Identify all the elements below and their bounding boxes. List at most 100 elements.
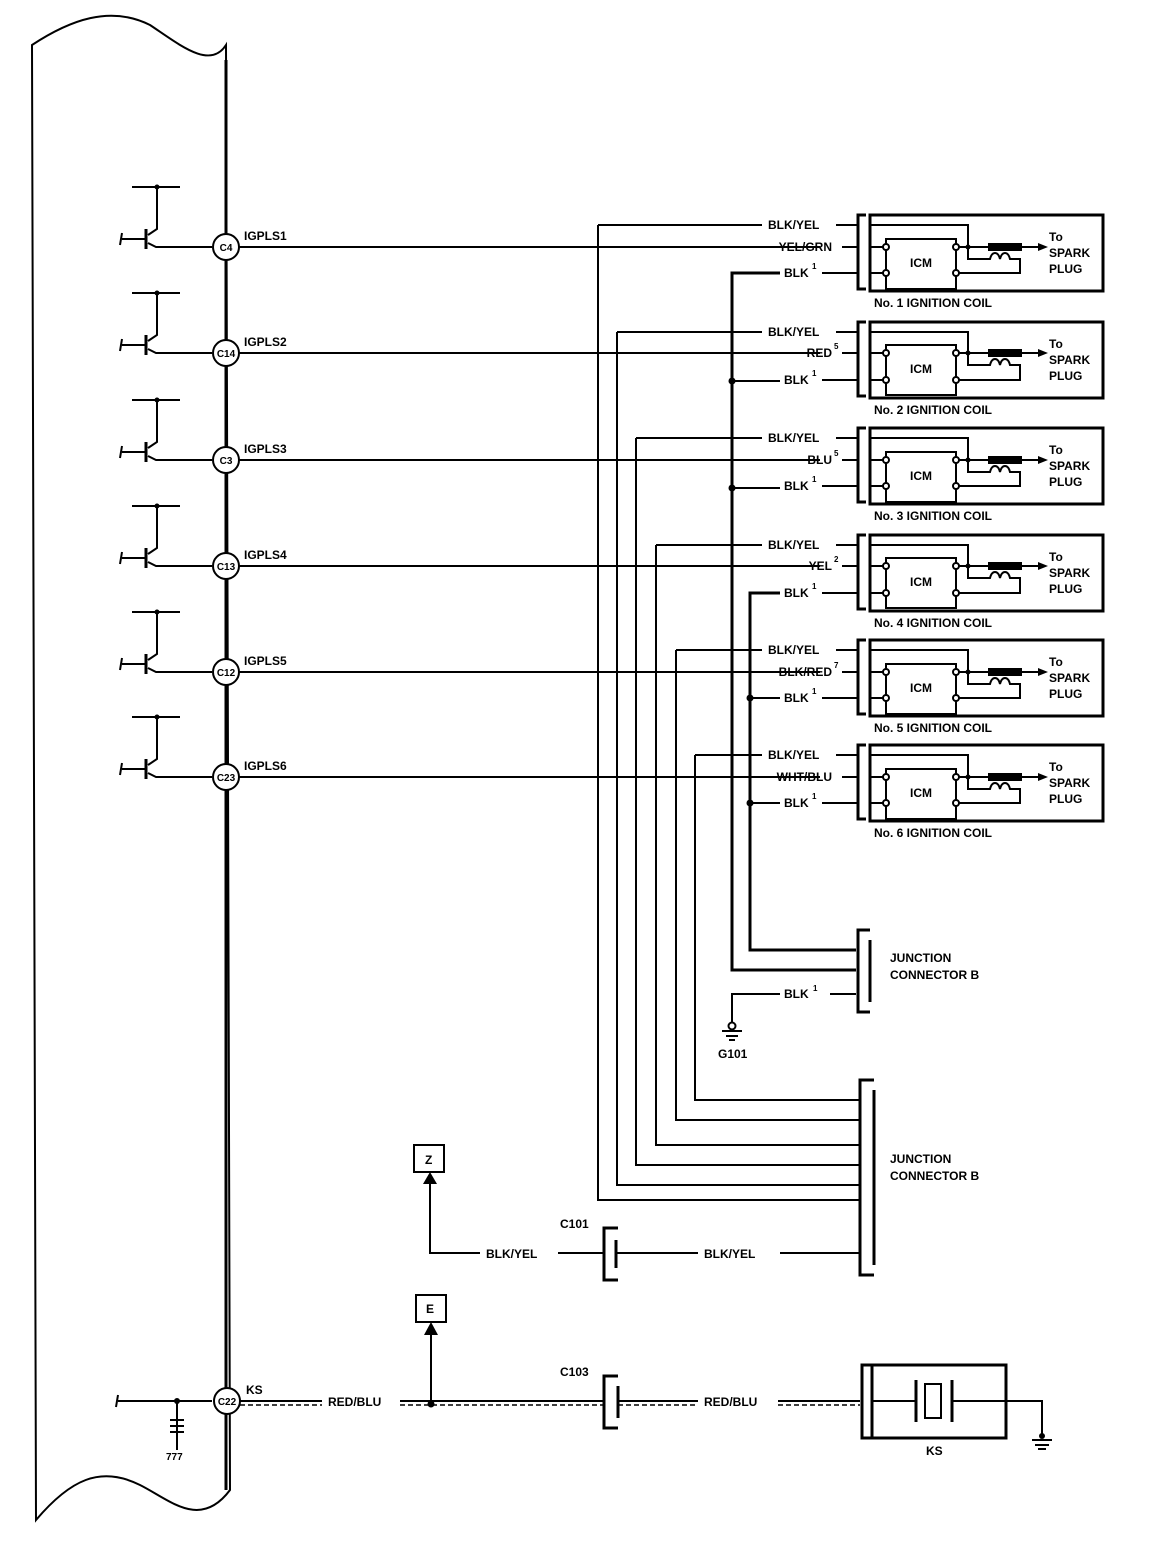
ground-wire-label: BLK bbox=[784, 586, 809, 600]
power-wire-label: BLK/YEL bbox=[768, 431, 819, 445]
ecm-driver-3: C3 IGPLS3 bbox=[119, 397, 820, 474]
icm-label: ICM bbox=[910, 575, 932, 589]
knock-sensor-label: KS bbox=[926, 1444, 943, 1458]
icm-box bbox=[885, 238, 957, 290]
ecm-driver-2: C14 IGPLS2 bbox=[119, 290, 820, 367]
spark-plug-output-label: PLUG bbox=[1049, 262, 1082, 276]
spark-plug-output-label: To bbox=[1049, 760, 1063, 774]
signal-wire-sup: 5 bbox=[834, 342, 839, 351]
ground-wire-label: BLK bbox=[784, 373, 809, 387]
power-wire-label: BLK/YEL bbox=[768, 748, 819, 762]
c101-left-wire-label: BLK/YEL bbox=[486, 1247, 537, 1261]
spark-plug-output-label: PLUG bbox=[1049, 475, 1082, 489]
spark-plug-output-label: SPARK bbox=[1049, 246, 1090, 260]
power-feed-c101: BLK/YEL C101 BLK/YEL Z bbox=[413, 1144, 860, 1282]
knock-sensor-circuit: 777 C22 KS RED/BLU E C103 RED/BLU KS bbox=[115, 1294, 1052, 1463]
signal-label: IGPLS4 bbox=[244, 548, 287, 562]
pin-label: C23 bbox=[217, 773, 236, 784]
ground-wire-label: BLK bbox=[784, 479, 809, 493]
c103-connector-label: C103 bbox=[560, 1365, 589, 1379]
ecm-outline bbox=[30, 14, 232, 1523]
icm-box bbox=[885, 451, 957, 503]
signal-wire-sup: 5 bbox=[834, 449, 839, 458]
icm-label: ICM bbox=[910, 362, 932, 376]
signal-label: IGPLS5 bbox=[244, 654, 287, 668]
ground-wire-sup: 1 bbox=[813, 984, 818, 993]
spark-plug-output-label: PLUG bbox=[1049, 792, 1082, 806]
spark-plug-output-label: To bbox=[1049, 230, 1063, 244]
spark-plug-output-label: PLUG bbox=[1049, 582, 1082, 596]
spark-plug-output-label: SPARK bbox=[1049, 671, 1090, 685]
junction-ground-label-1: JUNCTION bbox=[890, 951, 951, 965]
destination-e-label: E bbox=[426, 1302, 434, 1316]
signal-label: IGPLS3 bbox=[244, 442, 287, 456]
pin-label: C13 bbox=[217, 562, 236, 573]
coil-title: No. 3 IGNITION COIL bbox=[874, 509, 992, 523]
spark-plug-output-label: PLUG bbox=[1049, 369, 1082, 383]
coil-box bbox=[868, 426, 1105, 506]
icm-box bbox=[885, 344, 957, 396]
ground-bus-coils-4-6 bbox=[746, 591, 856, 952]
ground-wire-label: BLK bbox=[784, 987, 809, 1001]
pin-label: C3 bbox=[220, 456, 233, 467]
spark-plug-output-label: To bbox=[1049, 655, 1063, 669]
spark-plug-output-label: To bbox=[1049, 337, 1063, 351]
ground-wire-sup: 1 bbox=[812, 582, 817, 591]
ground-wire-sup: 1 bbox=[812, 369, 817, 378]
ground-wire-sup: 1 bbox=[812, 262, 817, 271]
icm-box bbox=[885, 557, 957, 609]
signal-wire-label: YEL/GRN bbox=[779, 240, 832, 254]
icm-label: ICM bbox=[910, 681, 932, 695]
spark-plug-output-label: To bbox=[1049, 550, 1063, 564]
coil-box bbox=[868, 213, 1105, 293]
power-wire-label: BLK/YEL bbox=[768, 325, 819, 339]
signal-label: IGPLS2 bbox=[244, 335, 287, 349]
ground-wire-label: BLK bbox=[784, 266, 809, 280]
spark-plug-output-label: SPARK bbox=[1049, 459, 1090, 473]
ecm-driver-4: C13 IGPLS4 bbox=[119, 503, 820, 580]
icm-box bbox=[885, 768, 957, 820]
spark-plug-output-label: To bbox=[1049, 443, 1063, 457]
coil-title: No. 4 IGNITION COIL bbox=[874, 616, 992, 630]
coil-title: No. 6 IGNITION COIL bbox=[874, 826, 992, 840]
spark-plug-output-label: PLUG bbox=[1049, 687, 1082, 701]
c101-connector-label: C101 bbox=[560, 1217, 589, 1231]
junction-connector-ground: JUNCTION CONNECTOR B bbox=[856, 928, 979, 1014]
coil-box bbox=[868, 743, 1105, 823]
coil-title: No. 2 IGNITION COIL bbox=[874, 403, 992, 417]
ks-left-wire-label: RED/BLU bbox=[328, 1395, 381, 1409]
junction-connector-power: JUNCTION CONNECTOR B bbox=[858, 1078, 979, 1277]
coil-title: No. 5 IGNITION COIL bbox=[874, 721, 992, 735]
signal-wire-label: WHT/BLU bbox=[777, 770, 832, 784]
power-wire-label: BLK/YEL bbox=[768, 538, 819, 552]
icm-label: ICM bbox=[910, 469, 932, 483]
signal-wire-sup: 7 bbox=[834, 661, 839, 670]
signal-wire-label: BLU bbox=[807, 453, 832, 467]
ground-wire-sup: 1 bbox=[812, 687, 817, 696]
pin-label: C14 bbox=[217, 349, 236, 360]
ground-wire-label: BLK bbox=[784, 796, 809, 810]
power-wire-label: BLK/YEL bbox=[768, 643, 819, 657]
junction-power-label-2: CONNECTOR B bbox=[890, 1169, 979, 1183]
coil-box bbox=[868, 320, 1105, 400]
ground-g101: BLK 1 G101 bbox=[718, 984, 856, 1061]
ground-wire-sup: 1 bbox=[812, 792, 817, 801]
junction-power-label-1: JUNCTION bbox=[890, 1152, 951, 1166]
ks-right-wire-label: RED/BLU bbox=[704, 1395, 757, 1409]
ground-wire-sup: 1 bbox=[812, 475, 817, 484]
coil-box bbox=[868, 638, 1105, 718]
spark-plug-output-label: SPARK bbox=[1049, 566, 1090, 580]
icm-label: ICM bbox=[910, 786, 932, 800]
c101-right-wire-label: BLK/YEL bbox=[704, 1247, 755, 1261]
spark-plug-output-label: SPARK bbox=[1049, 776, 1090, 790]
destination-z-label: Z bbox=[425, 1153, 432, 1167]
signal-wire-label: BLK/RED bbox=[779, 665, 833, 679]
